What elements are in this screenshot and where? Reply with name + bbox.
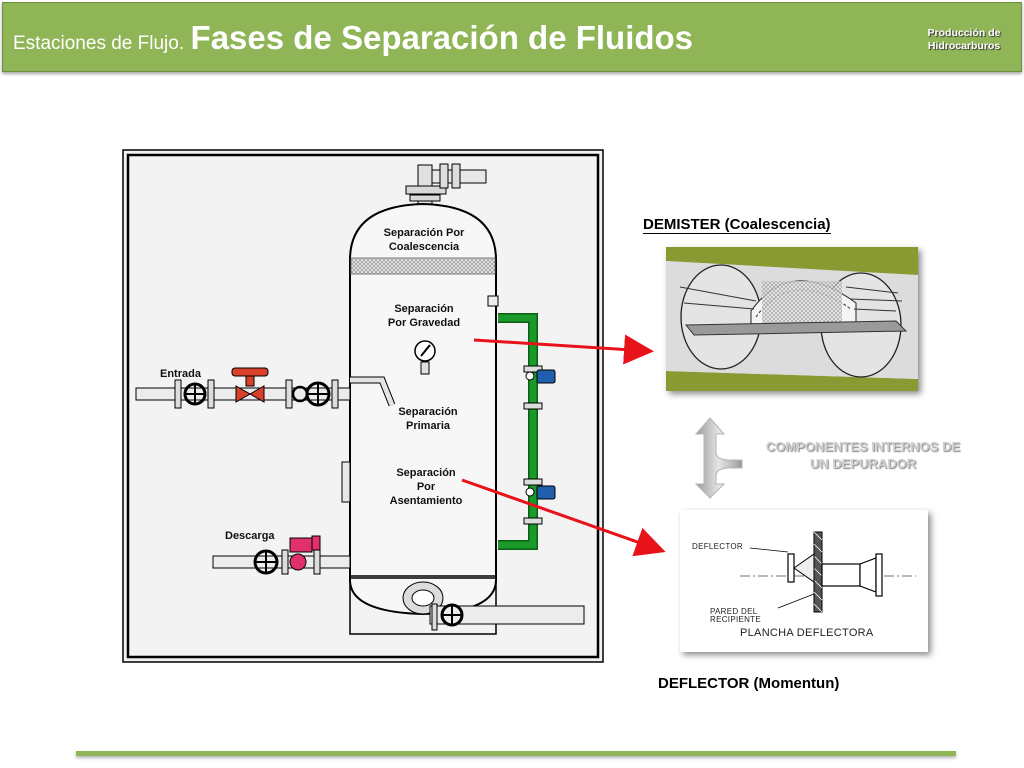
demister-image bbox=[666, 247, 918, 391]
label-line: Separación bbox=[394, 303, 454, 315]
plancha-label: PLANCHA DEFLECTORA bbox=[740, 627, 874, 639]
bottom-drain bbox=[402, 581, 585, 631]
deflector-caption: DEFLECTOR (Momentun) bbox=[658, 675, 839, 692]
title-prefix: Estaciones de Flujo. bbox=[13, 33, 185, 54]
deflector-label: DEFLECTOR bbox=[692, 542, 744, 551]
label-line: Asentamiento bbox=[389, 495, 463, 507]
label-line: Separación Por bbox=[383, 227, 465, 239]
label-line: Separación bbox=[396, 467, 456, 479]
components-label: COMPONENTES INTERNOS DE UN DEPURADOR bbox=[748, 438, 978, 472]
label-line: Por bbox=[416, 481, 436, 493]
pared-label-line-1: PARED DEL bbox=[710, 607, 758, 616]
components-label-line: UN DEPURADOR bbox=[809, 456, 917, 471]
demister-mesh bbox=[350, 257, 496, 275]
label-descarga: Descarga bbox=[225, 530, 275, 542]
slide-title: Estaciones de Flujo. Fases de Separación… bbox=[13, 19, 693, 57]
label-line: Separación bbox=[398, 406, 458, 418]
title-main: Fases de Separación de Fluidos bbox=[190, 19, 694, 56]
label-line: Primaria bbox=[405, 420, 451, 432]
label-line: Por Gravedad bbox=[387, 317, 461, 329]
label-separacion-asentamiento: Separación Por Asentamiento bbox=[370, 466, 482, 508]
brand-line-2: Hidrocarburos bbox=[927, 40, 1001, 52]
components-label-line: COMPONENTES INTERNOS DE bbox=[765, 439, 961, 454]
deflector-image: DEFLECTOR PARED DEL RECIPIENTE PLANCHA D… bbox=[680, 510, 928, 652]
label-separacion-gravedad: Separación Por Gravedad bbox=[368, 302, 480, 330]
pared-label-line-2: RECIPIENTE bbox=[710, 615, 762, 624]
discharge-piping bbox=[212, 535, 351, 575]
demister-caption-text: DEMISTER (Coalescencia) bbox=[643, 216, 831, 234]
label-entrada: Entrada bbox=[160, 368, 201, 380]
deflector-caption-text: DEFLECTOR (Momentun) bbox=[658, 675, 840, 692]
brand-label: Producción de Hidrocarburos bbox=[919, 27, 1009, 53]
level-gauge-piping bbox=[487, 295, 556, 550]
footer-divider bbox=[76, 751, 956, 756]
arrow-to-deflector bbox=[461, 478, 666, 557]
demister-caption: DEMISTER (Coalescencia) bbox=[643, 216, 831, 234]
components-arrow-icon bbox=[694, 417, 743, 499]
vessel-body bbox=[349, 202, 497, 616]
inlet-piping bbox=[135, 367, 351, 409]
pressure-gauge-icon bbox=[414, 340, 436, 375]
label-separacion-primaria: Separación Primaria bbox=[372, 405, 484, 433]
top-outlet-nozzle bbox=[405, 163, 487, 206]
label-line: Coalescencia bbox=[388, 241, 460, 253]
label-separacion-coalescencia: Separación Por Coalescencia bbox=[368, 226, 480, 254]
arrow-to-demister bbox=[473, 334, 654, 365]
header-bar: Estaciones de Flujo. Fases de Separación… bbox=[2, 2, 1022, 72]
brand-line-1: Producción de bbox=[927, 27, 1001, 39]
